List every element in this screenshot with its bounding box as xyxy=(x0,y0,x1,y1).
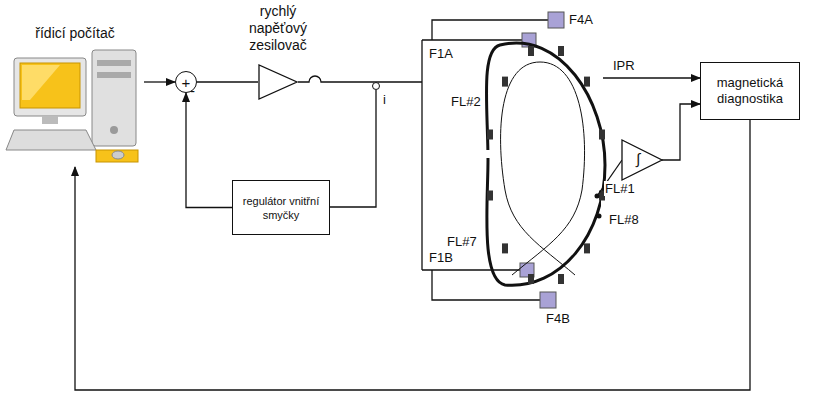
node-text: magnetická diagnostika xyxy=(706,75,794,107)
coil-mark xyxy=(584,77,590,87)
coil-mark xyxy=(502,77,508,87)
connector xyxy=(75,120,750,390)
integrator-symbol: ∫ xyxy=(635,151,641,166)
node-text: rychlý napěťový zesilovač xyxy=(235,3,321,54)
coil-label: F4A xyxy=(568,12,594,27)
coil-mark xyxy=(487,191,493,201)
voltage-amplifier: rychlý napěťový zesilovač xyxy=(258,64,298,100)
amplifier-symbol xyxy=(258,64,298,100)
connector xyxy=(197,81,258,82)
signal-name: i xyxy=(382,92,387,107)
coil-mark xyxy=(528,274,534,284)
controller-box: regulátor vnitřní smyčky xyxy=(232,180,330,235)
coil-mark xyxy=(487,130,493,140)
control-computer: řídicí počítač xyxy=(8,48,142,165)
node-text: - xyxy=(190,83,195,98)
probe-label: FL#7 xyxy=(446,234,478,249)
coil-mark xyxy=(558,46,564,56)
coil-mark xyxy=(558,274,564,284)
probe-label: FL#2 xyxy=(450,94,482,109)
node-text: regulátor vnitřní smyčky xyxy=(238,194,324,222)
coil-label: F1A xyxy=(428,46,454,61)
coil-label: F4B xyxy=(545,311,571,326)
signal-name: IPR xyxy=(612,58,636,73)
summing-junction: +- xyxy=(175,71,197,93)
connector xyxy=(144,81,175,82)
coil-mark xyxy=(599,130,605,140)
coil-label: F1B xyxy=(428,250,454,265)
coil-mark xyxy=(528,46,534,56)
connector xyxy=(186,93,232,208)
computer-icon xyxy=(6,50,138,162)
diagnostics-box: magnetická diagnostika xyxy=(700,62,800,120)
node-text: řídicí počítač xyxy=(0,25,152,42)
coil-mark xyxy=(584,243,590,253)
probe-label: FL#1 xyxy=(604,181,636,196)
coil-mark xyxy=(502,243,508,253)
probe-label: FL#8 xyxy=(608,212,640,227)
